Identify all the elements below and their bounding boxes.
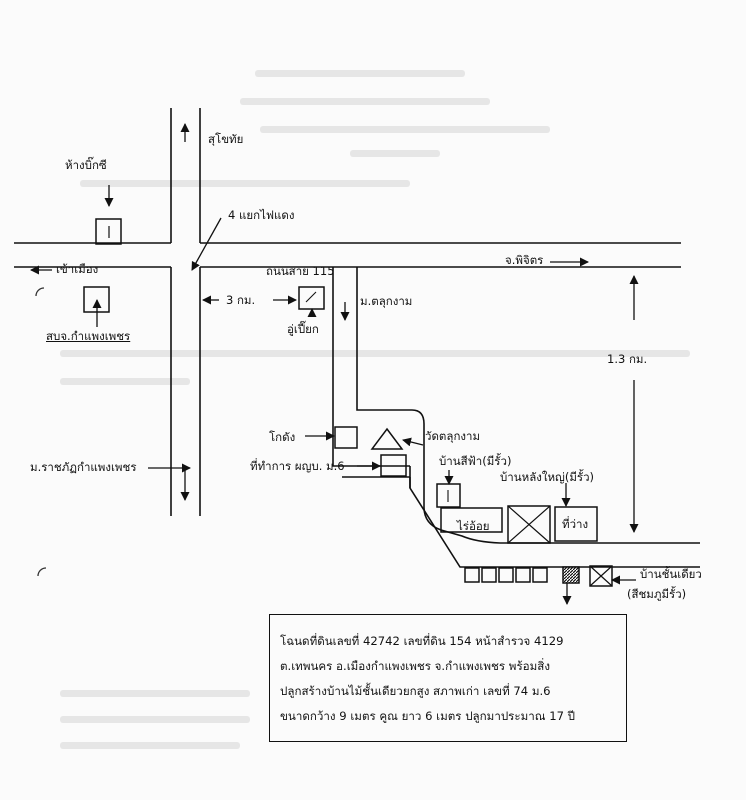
garage-marker — [298, 286, 325, 310]
bleed-through — [60, 742, 240, 749]
small-house — [532, 567, 548, 583]
small-house — [481, 567, 497, 583]
small-house — [515, 567, 531, 583]
big-house-marker — [507, 505, 551, 544]
label-cane-field: ไร่อ้อย — [457, 519, 490, 533]
target-house — [562, 566, 580, 584]
blue-house-marker — [436, 483, 461, 508]
label-moo-talukngam: ม.ตลุกงาม — [360, 294, 413, 308]
label-big-house: บ้านหลังใหญ่(มีรั้ว) — [500, 470, 595, 484]
label-garage: อู่เปี๊ยก — [287, 322, 319, 336]
bleed-through — [255, 70, 465, 77]
sorbor-marker — [83, 286, 110, 313]
deed-info-line: ขนาดกว้าง 9 เมตร คูณ ยาว 6 เมตร ปลูกมาปร… — [280, 709, 576, 723]
bleed-through — [60, 378, 190, 385]
deed-info-box: โฉนดที่ดินเลขที่ 42742 เลขที่ดิน 154 หน้… — [269, 614, 627, 742]
bleed-through — [60, 350, 690, 357]
deed-info-line: โฉนดที่ดินเลขที่ 42742 เลขที่ดิน 154 หน้… — [280, 634, 564, 648]
village-road-east — [356, 267, 700, 544]
deed-info-line: ต.เทพนคร อ.เมืองกำแพงเพชร จ.กำแพงเพชร พร… — [280, 659, 551, 673]
village-office-marker — [380, 454, 407, 477]
small-house — [498, 567, 514, 583]
label-to-city: เข้าเมือง — [56, 262, 99, 276]
bleed-through — [260, 126, 550, 133]
bleed-through — [60, 716, 250, 723]
single-house-marker — [589, 565, 613, 587]
label-single-house: บ้านชั้นเดียว — [640, 567, 702, 581]
label-village-office: ที่ทำการ ผญบ. ม.6 — [250, 459, 345, 473]
warehouse-marker — [334, 426, 358, 449]
label-road-115: ถนนสาย 115 — [266, 264, 335, 278]
bleed-through — [60, 690, 250, 697]
label-vacant-land: ที่ว่าง — [562, 517, 589, 531]
arrow-wat — [402, 437, 424, 447]
punch-hole — [37, 567, 47, 577]
deed-info-line: ปลูกสร้างบ้านไม้ชั้นเดียวยกสูง สภาพเก่า … — [280, 684, 551, 698]
label-phichit: จ.พิจิตร — [505, 253, 544, 267]
wat-marker — [370, 427, 404, 450]
label-big-c: ห้างบิ๊กซี — [65, 158, 107, 172]
label-distance-3km: 3 กม. — [226, 293, 256, 307]
bleed-through — [350, 150, 440, 157]
cane-field-plot — [440, 507, 503, 533]
label-single-house-color: (สีชมภูมีรั้ว) — [627, 587, 687, 601]
label-wat-talukngam: วัดตลุกงาม — [425, 429, 481, 443]
label-sorbor-jor: สบจ.กำแพงเพชร — [46, 329, 131, 343]
arrow-4-lights — [191, 217, 222, 271]
label-blue-house: บ้านสีฟ้า(มีรั้ว) — [439, 454, 512, 468]
label-sukhothai: สุโขทัย — [208, 132, 244, 146]
punch-hole — [35, 287, 45, 297]
village-road-west — [332, 267, 410, 467]
label-distance-1-3km: 1.3 กม. — [607, 352, 648, 366]
big-c-marker — [95, 218, 122, 245]
bleed-through — [240, 98, 490, 105]
bleed-through — [80, 180, 410, 187]
small-house — [464, 567, 480, 583]
label-rajabhat: ม.ราชภัฏกำแพงเพชร — [30, 460, 137, 474]
label-four-lights: 4 แยกไฟแดง — [228, 208, 295, 222]
label-warehouse: โกดัง — [269, 430, 296, 444]
vacant-land-plot — [554, 506, 598, 542]
